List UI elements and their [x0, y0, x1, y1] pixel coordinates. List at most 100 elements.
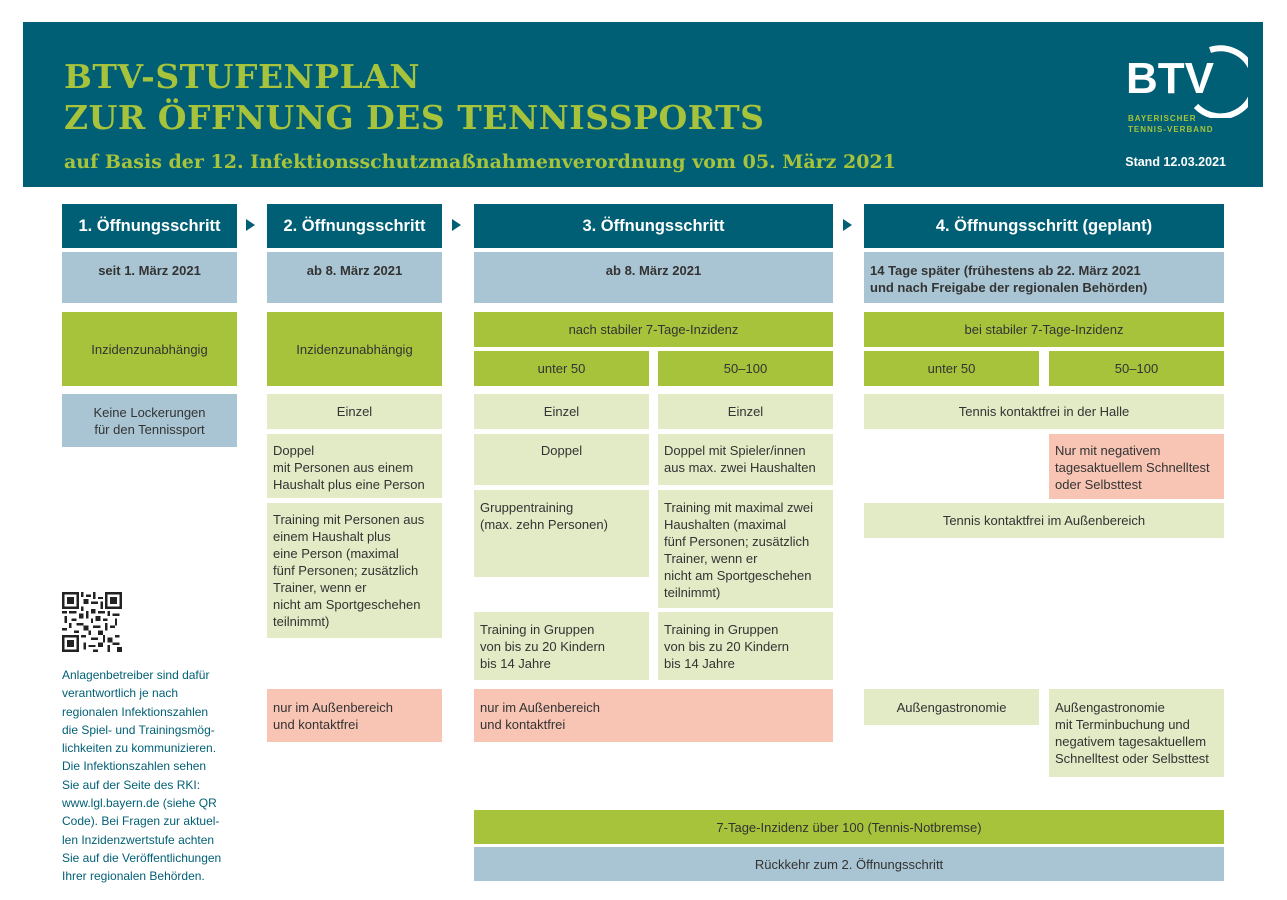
- s3-doppel-b-line: aus max. zwei Haushalten: [664, 460, 816, 475]
- s4-under50: unter 50: [864, 351, 1039, 386]
- s1-no-relaxation: Keine Lockerungen für den Tennissport: [62, 394, 237, 447]
- s3-group-a-line: Gruppentraining: [480, 500, 574, 515]
- s3-einzel-a: Einzel: [474, 394, 649, 429]
- step-2-header: 2. Öffnungsschritt: [267, 204, 442, 248]
- s4-gastro-b-line: Schnelltest oder Selbsttest: [1055, 751, 1209, 766]
- logo-sub1: BAYERISCHER: [1128, 114, 1197, 123]
- s2-training-line: nicht am Sportgeschehen: [273, 597, 421, 612]
- s2-einzel: Einzel: [267, 394, 442, 429]
- s3-kids-a: Training in Gruppen von bis zu 20 Kinder…: [474, 612, 649, 680]
- step-4-header: 4. Öffnungsschritt (geplant): [864, 204, 1224, 248]
- side-note-line: Sie auf der Seite des RKI:: [62, 777, 201, 792]
- side-note-line: lichkeiten zu kommunizieren.: [62, 741, 217, 756]
- logo-sub2: TENNIS-VERBAND: [1128, 125, 1214, 134]
- side-note-line: www.lgl.bayern.de (siehe QR: [62, 796, 217, 811]
- s3-doppel-a: Doppel: [474, 434, 649, 485]
- s4-gastro-a: Außengastronomie: [864, 689, 1039, 725]
- s3-doppel-b: Doppel mit Spieler/innen aus max. zwei H…: [658, 434, 833, 485]
- step-1-header: 1. Öffnungsschritt: [62, 204, 237, 248]
- s1-no-relax-line2: für den Tennissport: [94, 421, 205, 437]
- s4-test-line: Nur mit negativem: [1055, 443, 1161, 458]
- btv-logo-icon: BTV: [1126, 45, 1258, 120]
- logo-text: BTV: [1126, 54, 1215, 103]
- page-title-line1: BTV-STUFENPLAN: [64, 57, 421, 96]
- s4-test-line: tagesaktuellem Schnelltest: [1055, 460, 1210, 475]
- qr-code-icon: [62, 592, 122, 652]
- s2-doppel-line: Haushalt plus eine Person: [273, 477, 425, 492]
- s3-under50: unter 50: [474, 351, 649, 386]
- step-4-date-line1: 14 Tage später (frühestens ab 22. März 2…: [870, 263, 1141, 278]
- side-note-line: len Inzidenzwertstufe achten: [62, 832, 215, 847]
- s1-incidence: Inzidenzunabhängig: [62, 312, 237, 386]
- s2-training-line: Training mit Personen aus: [273, 512, 425, 527]
- step-4-date-line2: und nach Freigabe der regionalen Behörde…: [870, 280, 1148, 295]
- s1-no-relax-line1: Keine Lockerungen: [93, 404, 206, 420]
- s3-group-b-line: nicht am Sportgeschehen: [664, 568, 812, 583]
- s3-range: 50–100: [658, 351, 833, 386]
- s3-kids-a-line: Training in Gruppen: [480, 622, 595, 637]
- notbremse-bar: 7-Tage-Inzidenz über 100 (Tennis-Notbrem…: [474, 810, 1224, 844]
- side-note-line: regionalen Infektionszahlen: [62, 704, 209, 719]
- s3-outdoor-line: nur im Außenbereich: [480, 700, 600, 715]
- s2-outdoor-line: nur im Außenbereich: [273, 700, 393, 715]
- s2-doppel: Doppel mit Personen aus einem Haushalt p…: [267, 434, 442, 498]
- s3-group-a-line: (max. zehn Personen): [480, 517, 608, 532]
- step-3-date: ab 8. März 2021: [474, 252, 833, 303]
- s2-training-line: fünf Personen; zusätzlich: [273, 563, 419, 578]
- s2-training-line: einem Haushalt plus: [273, 529, 391, 544]
- s2-training: Training mit Personen aus einem Haushalt…: [267, 503, 442, 638]
- s2-doppel-line: mit Personen aus einem: [273, 460, 414, 475]
- step-4-date: 14 Tage später (frühestens ab 22. März 2…: [864, 252, 1224, 303]
- header-banner: [23, 22, 1263, 187]
- arrow-right-icon: [452, 219, 461, 231]
- side-note-line: die Spiel- und Trainingsmög-: [62, 722, 215, 737]
- s3-incidence: nach stabiler 7-Tage-Inzidenz: [474, 312, 833, 347]
- s4-gastro-b-line: negativem tagesaktuellem: [1055, 734, 1207, 749]
- side-note-line: Code). Bei Fragen zur aktuel-: [62, 814, 220, 829]
- s2-training-line: eine Person (maximal: [273, 546, 399, 561]
- s3-outdoor: nur im Außenbereich und kontaktfrei: [474, 689, 833, 742]
- s2-incidence: Inzidenzunabhängig: [267, 312, 442, 386]
- side-note-line: verantwortlich je nach: [62, 686, 179, 701]
- s2-training-line: Trainer, wenn er: [273, 580, 367, 595]
- s3-kids-b-line: Training in Gruppen: [664, 622, 779, 637]
- step-3-header: 3. Öffnungsschritt: [474, 204, 833, 248]
- side-note: Anlagenbetreiber sind dafür verantwortli…: [62, 666, 240, 886]
- stand-date: Stand 12.03.2021: [1125, 155, 1226, 169]
- s3-einzel-b: Einzel: [658, 394, 833, 429]
- page-subtitle: auf Basis der 12. Infektionsschutzmaßnah…: [64, 151, 896, 173]
- s3-group-b-line: Haushalten (maximal: [664, 517, 787, 532]
- arrow-right-icon: [843, 219, 852, 231]
- s4-test-line: oder Selbsttest: [1055, 477, 1142, 492]
- btv-logo: BTV BAYERISCHER TENNIS-VERBAND: [1118, 38, 1258, 138]
- s4-outdoor: Tennis kontaktfrei im Außenbereich: [864, 503, 1224, 538]
- side-note-line: Sie auf die Veröffentlichungen: [62, 850, 222, 865]
- s4-incidence: bei stabiler 7-Tage-Inzidenz: [864, 312, 1224, 347]
- s3-kids-a-line: von bis zu 20 Kindern: [480, 639, 606, 654]
- side-note-line: Anlagenbetreiber sind dafür: [62, 668, 210, 682]
- s2-doppel-line: Doppel: [273, 443, 315, 458]
- s3-kids-a-line: bis 14 Jahre: [480, 656, 551, 671]
- s2-training-line: teilnimmt): [273, 614, 330, 629]
- step-2-date: ab 8. März 2021: [267, 252, 442, 303]
- arrow-right-icon: [246, 219, 255, 231]
- s3-group-b-line: teilnimmt): [664, 585, 721, 600]
- s2-outdoor: nur im Außenbereich und kontaktfrei: [267, 689, 442, 742]
- s3-doppel-b-line: Doppel mit Spieler/innen: [664, 443, 806, 458]
- return-bar: Rückkehr zum 2. Öffnungsschritt: [474, 847, 1224, 881]
- qr-code: [62, 592, 122, 652]
- page-title-line2: ZUR ÖFFNUNG DES TENNISSPORTS: [64, 98, 765, 137]
- s3-group-b-line: Trainer, wenn er: [664, 551, 758, 566]
- s4-gastro-b-line: Außengastronomie: [1055, 700, 1165, 715]
- side-note-line: Ihrer regionalen Behörden.: [62, 869, 205, 884]
- s4-gastro-b: Außengastronomie mit Terminbuchung und n…: [1049, 689, 1224, 777]
- s4-hall: Tennis kontaktfrei in der Halle: [864, 394, 1224, 429]
- step-1-date: seit 1. März 2021: [62, 252, 237, 303]
- s3-kids-b-line: von bis zu 20 Kindern: [664, 639, 790, 654]
- s2-outdoor-line: und kontaktfrei: [273, 717, 359, 732]
- s3-group-b-line: Training mit maximal zwei: [664, 500, 814, 515]
- s4-range: 50–100: [1049, 351, 1224, 386]
- side-note-line: Die Infektionszahlen sehen: [62, 759, 207, 774]
- s3-group-a: Gruppentraining (max. zehn Personen): [474, 490, 649, 577]
- s4-gastro-b-line: mit Terminbuchung und: [1055, 717, 1190, 732]
